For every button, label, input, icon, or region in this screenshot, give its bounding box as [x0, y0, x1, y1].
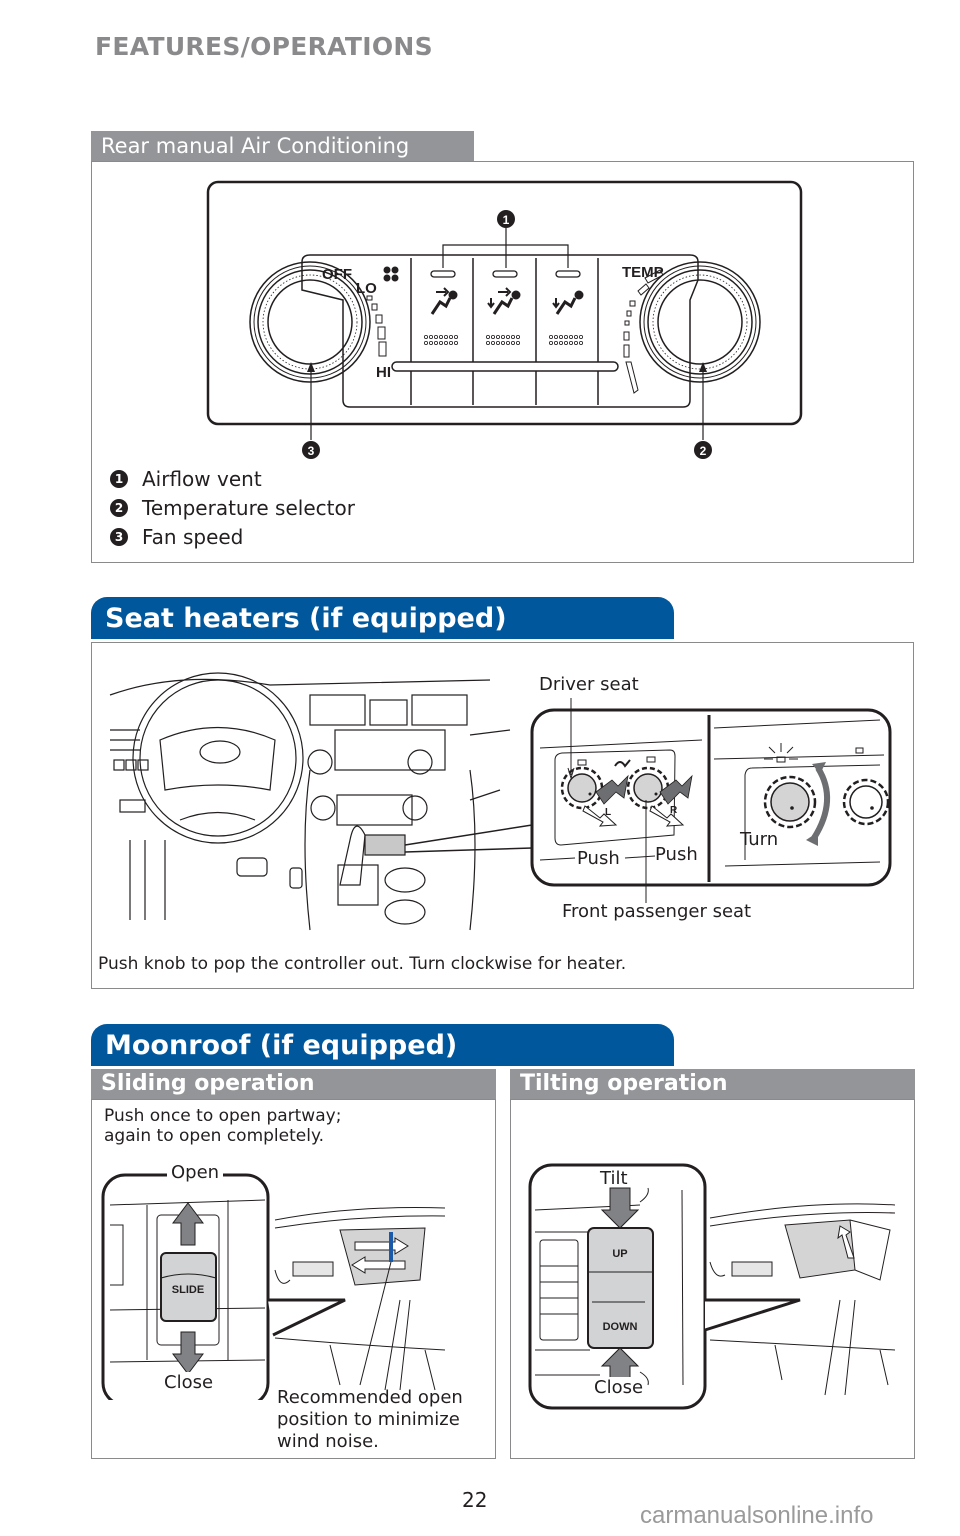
slide-switch-button: [160, 1252, 217, 1322]
callout-number-2: 2: [700, 444, 707, 458]
open-arrow-icon: [172, 1202, 204, 1246]
driver-seat-label: Driver seat: [539, 674, 639, 695]
turn-arrow-icon: [811, 766, 831, 840]
seat-heater-icon: [614, 759, 631, 768]
ac-temp-label: TEMP: [622, 264, 664, 281]
callout-badge-3: [302, 441, 320, 459]
airflow-foot-icon: [552, 290, 584, 315]
ac-hi-label: HI: [376, 364, 391, 381]
push-arrow-left-icon: [595, 774, 629, 805]
ac-lo-label: LO: [356, 280, 377, 297]
inset-panel-lines: [539, 719, 885, 867]
ac-off-label: OFF: [322, 266, 352, 283]
legend-badge-1: 1: [110, 470, 128, 488]
sliding-operation-title: Sliding operation: [91, 1069, 496, 1099]
sliding-instruction-line-1: Push once to open partway;: [104, 1106, 342, 1126]
seat-heater-inset: [530, 708, 892, 887]
legend-label: Airflow vent: [142, 467, 262, 491]
airflow-bilevel-icon: [487, 287, 521, 315]
legend-label: Temperature selector: [142, 496, 355, 520]
fan-speed-scale: [366, 295, 387, 357]
page-heading: FEATURES/OPERATIONS: [95, 32, 433, 61]
legend-badge-3: 3: [110, 528, 128, 546]
tilt-up-label: UP: [612, 1248, 627, 1260]
tilt-down-label: DOWN: [603, 1321, 638, 1333]
fan-icon: [383, 266, 399, 282]
temperature-knob: [639, 261, 761, 383]
legend-badge-2: 2: [110, 499, 128, 517]
callout-badge-2: [694, 441, 712, 459]
legend-item-airflow-vent: 1 Airflow vent: [110, 467, 262, 491]
push-arrow-right-icon: [659, 774, 693, 805]
tilted-moonroof-drawing: [709, 1203, 896, 1396]
seat-heater-knob-turned: [770, 782, 810, 822]
seat-heaters-section-box: [91, 642, 914, 989]
sliding-illustration: SLIDE: [101, 1173, 446, 1400]
legend-item-temperature-selector: 2 Temperature selector: [110, 496, 355, 520]
pop-out-arrow-right-icon: [649, 805, 685, 827]
callout-number-3: 3: [308, 444, 315, 458]
callout-badge-1: [497, 210, 515, 228]
push-left-label: Push: [577, 848, 620, 869]
airflow-face-icon: [430, 287, 458, 315]
open-label: Open: [167, 1162, 224, 1183]
ac-panel-outline: [206, 180, 803, 426]
seat-heater-instruction: Push knob to pop the controller out. Tur…: [98, 954, 627, 974]
note-line-2: position to minimize: [277, 1409, 460, 1430]
moonroof-section-title: Moonroof (if equipped): [91, 1024, 674, 1066]
legend-label: Fan speed: [142, 525, 244, 549]
temp-scale: [623, 269, 664, 394]
close-label: Close: [160, 1372, 218, 1393]
slide-open-arrow-icon: [354, 1237, 409, 1255]
tilt-up-arrow-icon: [837, 1225, 855, 1259]
passenger-seat-heater-knob: [633, 773, 663, 803]
rear-ac-section-box: [91, 161, 914, 563]
callout-number-1: 1: [503, 213, 510, 227]
legend-item-fan-speed: 3 Fan speed: [110, 525, 243, 549]
push-right-label: Push: [655, 844, 698, 865]
sliding-instruction-line-2: again to open completely.: [104, 1126, 324, 1146]
knob-right-label: R: [670, 805, 678, 816]
pop-out-arrow-left-icon: [582, 805, 618, 827]
sliding-operation-box: [91, 1099, 496, 1459]
seat-heaters-section-title: Seat heaters (if equipped): [91, 597, 674, 639]
tilting-illustration: UP DOWN: [528, 1163, 896, 1410]
page-number: 22: [462, 1488, 488, 1512]
recommended-position-note: Recommended open position to minimize wi…: [277, 1387, 463, 1453]
tilt-arrow-icon: [600, 1187, 640, 1229]
heater-indicator-lit: [776, 756, 786, 763]
fan-speed-knob: [249, 261, 371, 383]
sliding-instruction: Push once to open partway; again to open…: [104, 1106, 341, 1146]
slide-switch-label: SLIDE: [172, 1284, 204, 1296]
turn-label: Turn: [740, 829, 779, 850]
indicator-glow-icon: [764, 743, 798, 760]
dashboard-drawing: [109, 672, 511, 931]
recommended-position-marker: [389, 1232, 393, 1262]
rear-ac-section-title: Rear manual Air Conditioning: [91, 131, 474, 161]
vent-dot-grids: [423, 334, 584, 345]
tilting-operation-title: Tilting operation: [510, 1069, 915, 1099]
watermark: carmanualsonline.info: [640, 1502, 874, 1529]
note-line-3: wind noise.: [277, 1431, 379, 1452]
tilt-close-label: Close: [592, 1377, 646, 1398]
driver-seat-heater-knob: [567, 773, 597, 803]
seat-heaters-illustration: L R: [109, 672, 892, 931]
close-arrow-icon: [172, 1331, 204, 1375]
tilt-label: Tilt: [600, 1168, 628, 1189]
rear-ac-panel-illustration: OFF LO HI TEMP 1 2 3: [206, 180, 803, 459]
knob-left-label: L: [605, 807, 611, 818]
front-passenger-seat-label: Front passenger seat: [562, 901, 752, 922]
note-line-1: Recommended open: [277, 1387, 463, 1408]
tilting-operation-box: [510, 1099, 915, 1459]
